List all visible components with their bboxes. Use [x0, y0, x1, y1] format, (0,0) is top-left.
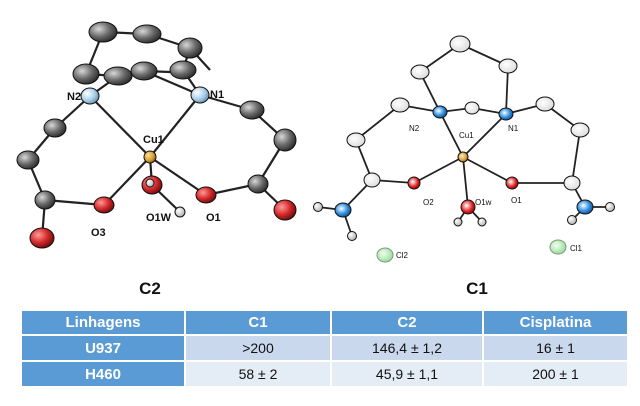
table-cell: 16 ± 1	[484, 336, 627, 360]
atom-label: Cu1	[459, 131, 474, 140]
atom-label: O1W	[146, 212, 172, 224]
hydrogen-atom	[313, 202, 323, 212]
carbon-atom	[132, 24, 162, 44]
column-header: Linhagens	[22, 311, 184, 334]
hydrogen-atom	[145, 178, 155, 188]
atom-label: O1	[206, 212, 221, 224]
table-cell: 58 ± 2	[186, 362, 330, 386]
column-header: Cisplatina	[484, 311, 627, 334]
carbon-atom	[103, 66, 133, 86]
copper-atom	[143, 150, 157, 164]
carbon-atom	[88, 21, 118, 43]
table-cell: 45,9 ± 1,1	[332, 362, 482, 386]
carbon-atom	[563, 175, 581, 191]
carbon-atom	[410, 64, 430, 80]
carbon-atom	[498, 58, 518, 74]
atom-label: N1	[508, 124, 519, 133]
carbon-atom	[464, 101, 480, 115]
carbon-atom	[43, 118, 67, 138]
carbon-atom	[16, 150, 40, 170]
table-cell: 200 ± 1	[484, 362, 627, 386]
oxygen-atom	[407, 176, 421, 190]
table-row: U937 >200 146,4 ± 1,2 16 ± 1	[22, 336, 627, 360]
atom-label: N2	[409, 124, 420, 133]
copper-atom	[457, 151, 469, 163]
atom-label: Cu1	[143, 134, 164, 146]
left-caption: C2	[139, 279, 161, 298]
left-atoms	[16, 21, 297, 249]
carbon-atom	[177, 37, 203, 59]
chlorine-atom	[549, 239, 567, 255]
table-cell: >200	[186, 336, 330, 360]
hydrogen-atom	[453, 217, 463, 227]
hydrogen-atom	[174, 206, 186, 218]
oxygen-atom	[505, 176, 519, 190]
atom-label: O1	[511, 196, 522, 205]
column-header: C1	[186, 311, 330, 334]
carbon-atom	[390, 97, 410, 113]
oxygen-atom	[195, 186, 217, 204]
nitrogen-atom	[80, 87, 100, 105]
right-caption: C1	[466, 279, 488, 298]
oxygen-atom	[460, 199, 476, 215]
table-row: H460 58 ± 2 45,9 ± 1,1 200 ± 1	[22, 362, 627, 386]
oxygen-atom	[29, 227, 55, 249]
carbon-atom	[130, 61, 158, 81]
oxygen-atom	[273, 199, 297, 221]
row-header: U937	[22, 336, 184, 360]
left-molecule: N2 N1 Cu1 O3 O1W O1 C2	[16, 21, 297, 298]
nitrogen-atom	[576, 199, 594, 215]
atom-label: N2	[67, 91, 81, 103]
carbon-atom	[247, 174, 269, 194]
nitrogen-atom	[498, 107, 514, 121]
carbon-atom	[535, 96, 555, 112]
atom-label: Cl2	[396, 251, 409, 260]
carbon-atom	[570, 122, 590, 138]
hydrogen-atom	[605, 202, 615, 212]
table-cell: 146,4 ± 1,2	[332, 336, 482, 360]
atom-label: O3	[91, 227, 106, 239]
atom-label: O1w	[475, 198, 492, 207]
carbon-atom	[169, 60, 197, 80]
oxygen-atom	[93, 196, 115, 214]
carbon-atom	[273, 128, 297, 152]
nitrogen-atom	[334, 202, 352, 218]
table-header-row: Linhagens C1 C2 Cisplatina	[22, 311, 627, 334]
atom-label: Cl1	[570, 244, 583, 253]
column-header: C2	[332, 311, 482, 334]
carbon-atom	[239, 100, 265, 120]
carbon-atom	[363, 172, 381, 188]
chlorine-atom	[376, 247, 394, 263]
right-atoms	[313, 35, 615, 263]
carbon-atom	[34, 190, 56, 210]
nitrogen-atom	[190, 86, 210, 104]
cytotoxicity-table: Linhagens C1 C2 Cisplatina U937 >200 146…	[20, 309, 629, 388]
carbon-atom	[449, 35, 471, 53]
right-molecule: N2 N1 Cu1 O2 O1w O1 Cl2 Cl1 C1	[313, 35, 615, 298]
hydrogen-atom	[567, 215, 577, 225]
nitrogen-atom	[432, 105, 448, 119]
carbon-atom	[72, 63, 100, 85]
atom-label: N1	[210, 89, 224, 101]
row-header: H460	[22, 362, 184, 386]
atom-label: O2	[423, 198, 434, 207]
hydrogen-atom	[347, 231, 357, 241]
hydrogen-atom	[477, 217, 487, 227]
carbon-atom	[346, 132, 366, 148]
